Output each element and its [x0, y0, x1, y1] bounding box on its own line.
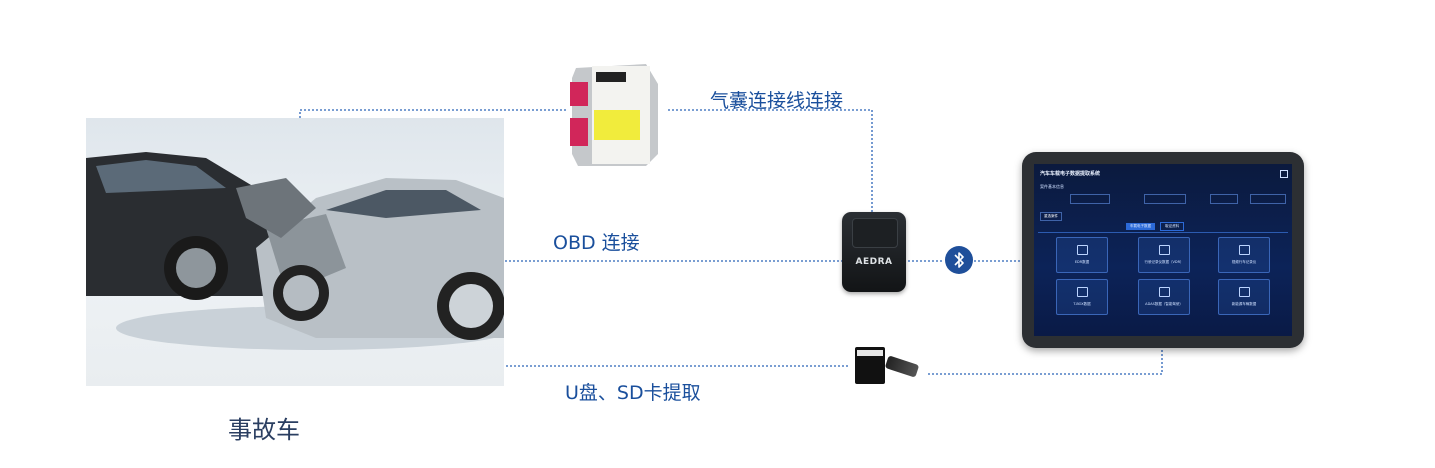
tile-nev-label: 新能源车辆数据 — [1231, 302, 1257, 306]
sd-card — [855, 347, 885, 384]
data-tiles-panel: EDR数据 行驶记录仪数据（VDR） 视频行车记录仪 T-BOX数据 ADAS数… — [1038, 232, 1288, 333]
tile-vdr[interactable]: 行驶记录仪数据（VDR） — [1138, 237, 1190, 273]
tab-vehicle-data[interactable]: 车载电子数据 — [1126, 223, 1155, 230]
case-fields — [1040, 194, 1286, 204]
tile-nev[interactable]: 新能源车辆数据 — [1218, 279, 1270, 315]
airbag-wire-right — [668, 109, 873, 212]
tile-tbox[interactable]: T-BOX数据 — [1056, 279, 1108, 315]
tile-vdr-label: 行驶记录仪数据（VDR） — [1144, 260, 1184, 264]
tile-adas[interactable]: ADAS数据（智能驾驶） — [1138, 279, 1190, 315]
edr-icon — [1077, 245, 1088, 255]
bluetooth-glyph — [954, 252, 964, 268]
usb-wire-right — [928, 348, 1163, 375]
tile-adas-label: ADAS数据（智能驾驶） — [1145, 302, 1183, 306]
obd-brand-text: AEDRA — [855, 257, 893, 267]
nev-icon — [1239, 287, 1250, 297]
obd-connection-label: OBD 连接 — [553, 232, 640, 254]
case-field-1[interactable] — [1070, 194, 1110, 204]
case-field-3[interactable] — [1210, 194, 1238, 204]
tablet-app-title: 汽车车载电子数据提取系统 — [1040, 171, 1101, 177]
tab-evidence[interactable]: 取证资料 — [1160, 222, 1185, 231]
dashcam-icon — [1239, 245, 1250, 255]
accident-car-photo — [86, 118, 516, 386]
accident-car-illustration — [86, 152, 516, 350]
tablet-screen: 汽车车载电子数据提取系统 案件基本信息 重选案件 车载电子数据 取证资料 EDR… — [1034, 164, 1292, 336]
sd-card-label-strip — [857, 350, 883, 356]
back-button[interactable]: 重选案件 — [1040, 212, 1062, 221]
tile-edr[interactable]: EDR数据 — [1056, 237, 1108, 273]
tile-dashcam[interactable]: 视频行车记录仪 — [1218, 237, 1270, 273]
usb-sd-extraction-label: U盘、SD卡提取 — [565, 382, 701, 404]
tile-edr-label: EDR数据 — [1074, 260, 1090, 264]
adas-icon — [1159, 287, 1170, 297]
tablet-tabs: 车载电子数据 取证资料 — [1126, 212, 1185, 231]
accident-car-label: 事故车 — [228, 416, 300, 444]
obd-port — [852, 218, 898, 248]
vdr-icon — [1159, 245, 1170, 255]
tbox-icon — [1077, 287, 1088, 297]
home-icon[interactable] — [1280, 170, 1288, 178]
tile-dashcam-label: 视频行车记录仪 — [1231, 260, 1257, 264]
obd-dongle: AEDRA — [842, 212, 906, 292]
tablet-device: 汽车车载电子数据提取系统 案件基本信息 重选案件 车载电子数据 取证资料 EDR… — [1022, 152, 1304, 348]
bluetooth-icon — [945, 246, 973, 274]
airbag-module — [570, 58, 660, 170]
airbag-module-illustration — [570, 64, 658, 166]
airbag-connection-label: 气囊连接线连接 — [710, 90, 844, 112]
case-field-4[interactable] — [1250, 194, 1286, 204]
tile-tbox-label: T-BOX数据 — [1073, 302, 1091, 306]
case-field-2[interactable] — [1144, 194, 1186, 204]
case-info-heading: 案件基本信息 — [1040, 184, 1064, 189]
